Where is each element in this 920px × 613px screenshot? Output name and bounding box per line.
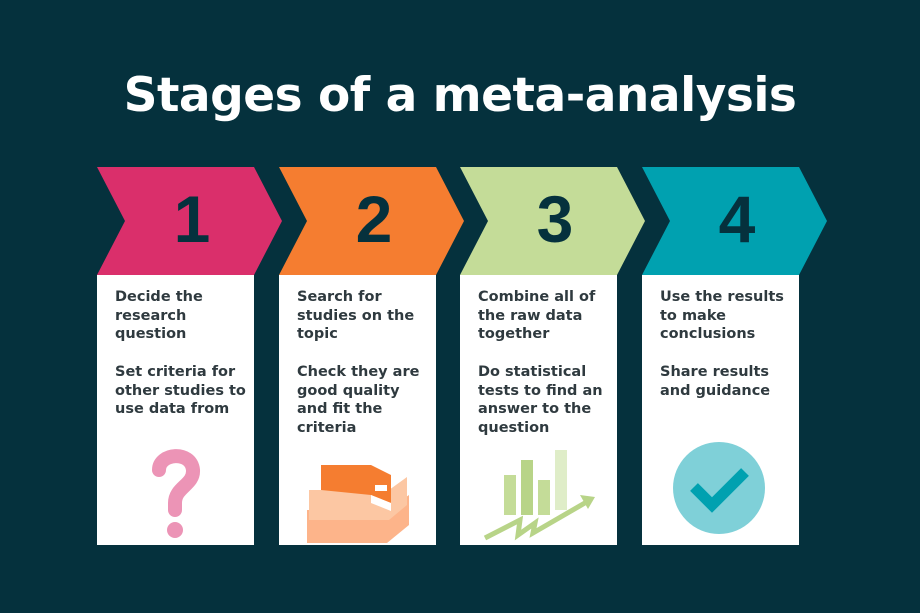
chevron-arrow	[279, 167, 464, 275]
stage-text-primary: Use the results to make conclusions	[660, 289, 784, 342]
question-mark-icon	[152, 449, 200, 538]
stage-text-primary: Decide the research question	[115, 289, 203, 342]
stage-number: 2	[355, 182, 393, 256]
stage-number: 1	[173, 182, 211, 256]
stage-number: 4	[718, 182, 756, 256]
chevron-arrow	[642, 167, 827, 275]
stage-number: 3	[536, 182, 574, 256]
stage-card: Use the results to make conclusions Shar…	[642, 275, 799, 545]
stage-card: Search for studies on the topic Check th…	[279, 275, 436, 545]
checkmark-icon	[673, 442, 765, 534]
stage-4: 4 Use the results to make conclusions Sh…	[642, 167, 832, 547]
stage-3: 3 Combine all of the raw data together D…	[460, 167, 650, 547]
chevron-arrow	[460, 167, 645, 275]
stage-text-primary: Search for studies on the topic	[297, 289, 415, 342]
bar-chart-icon	[483, 450, 595, 541]
page-title: Stages of a meta-analysis	[123, 68, 797, 123]
stage-card: Decide the research question Set criteri…	[97, 275, 254, 545]
stage-2: 2 Search for studies on the topic Check …	[279, 167, 469, 547]
stage-card: Combine all of the raw data together Do …	[460, 275, 617, 545]
stage-text-secondary: Check they are good quality and fit the …	[297, 364, 420, 436]
stage-text-primary: Combine all of the raw data together	[478, 289, 596, 342]
stage-text-secondary: Share results and guidance	[660, 364, 771, 399]
books-icon	[307, 465, 409, 543]
chevron-arrow	[97, 167, 282, 275]
stage-1: 1 Decide the research question Set crite…	[97, 167, 287, 547]
stage-text-secondary: Do statistical tests to find an answer t…	[478, 364, 603, 436]
stage-text-secondary: Set criteria for other studies to use da…	[115, 364, 246, 417]
